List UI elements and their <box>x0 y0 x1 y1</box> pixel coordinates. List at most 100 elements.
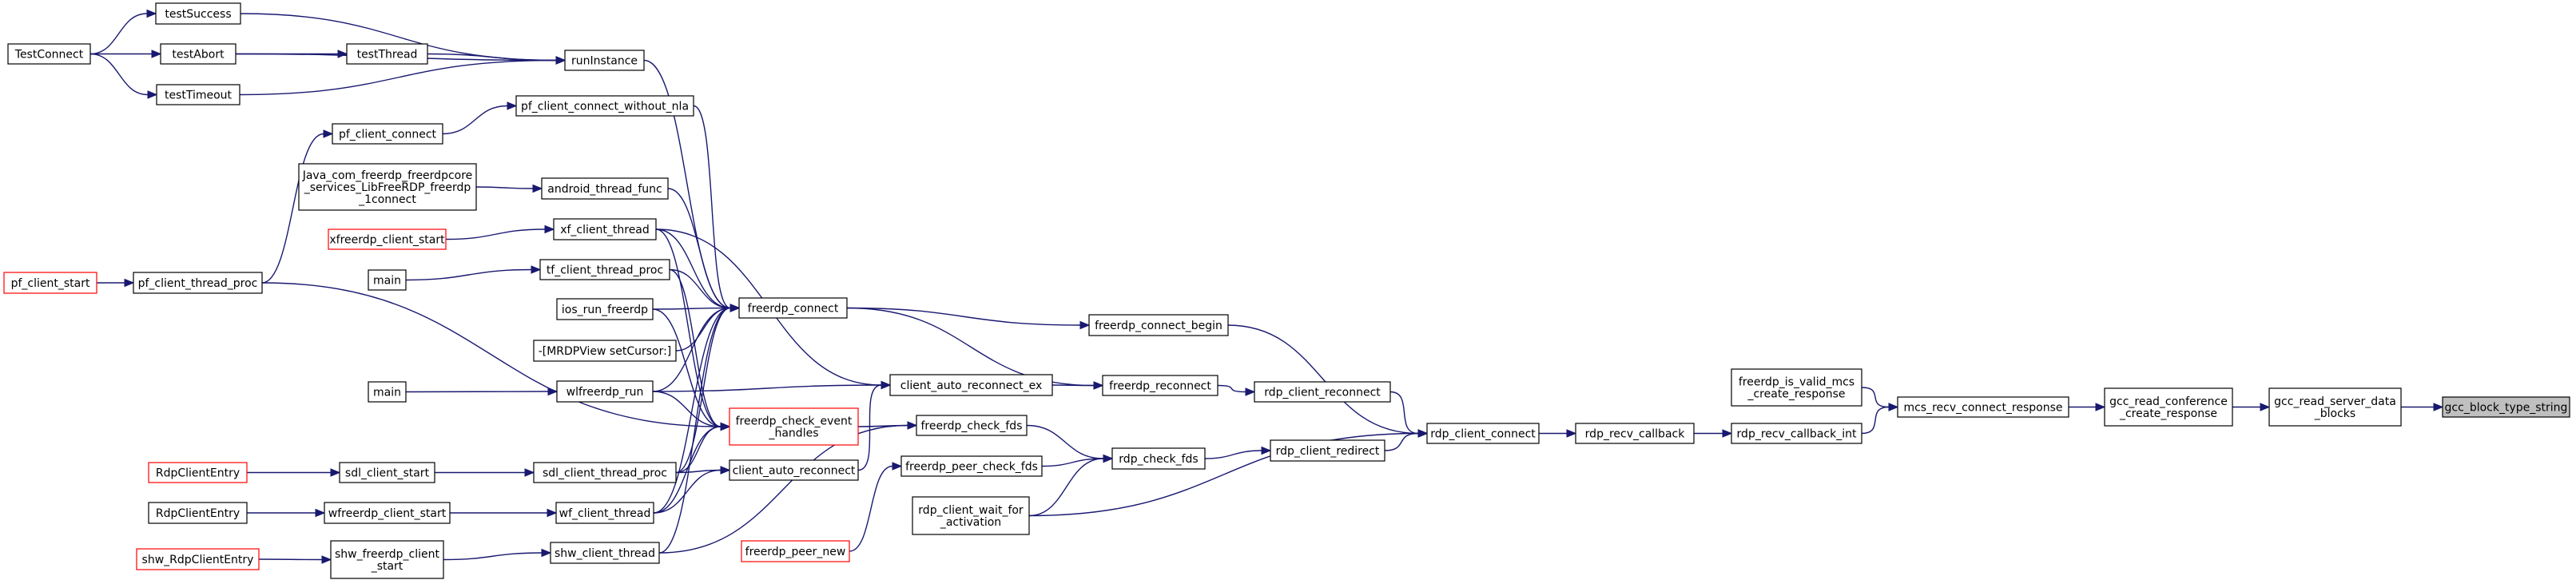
node-box <box>1254 381 1391 403</box>
node-pf-client-connect-without-nla[interactable]: pf_client_connect_without_nla <box>515 95 694 117</box>
node-label: wfreerdp_client_start <box>328 507 447 520</box>
node-android-thread-func[interactable]: android_thread_func <box>541 177 669 200</box>
arrowhead-icon <box>146 9 157 18</box>
edge-freerdp-peer-check-fds-to-rdp-check-fds <box>1041 454 1114 467</box>
node-label: wlfreerdp_run <box>566 386 644 399</box>
node-rdp-client-redirect[interactable]: rdp_client_redirect <box>1270 439 1385 462</box>
node-pf-client-thread-proc[interactable]: pf_client_thread_proc <box>133 272 263 294</box>
node-label: pf_client_connect_without_nla <box>521 101 689 113</box>
edge-testabort-to-testthread <box>236 50 348 58</box>
node-freerdp-peer-check-fds[interactable]: freerdp_peer_check_fds <box>900 455 1043 477</box>
edge-testconnect-to-testabort <box>90 50 162 58</box>
node-label: _create_response <box>2119 407 2217 420</box>
node-testthread[interactable]: testThread <box>346 43 428 65</box>
node-box <box>533 340 677 362</box>
edge-line <box>1041 458 1104 467</box>
edge-line <box>675 426 722 474</box>
node-box <box>889 374 1053 396</box>
node-label: freerdp_check_fds <box>921 420 1023 433</box>
node-rdp-client-connect[interactable]: rdp_client_connect <box>1426 423 1540 444</box>
node-testsuccess[interactable]: testSuccess <box>155 2 241 25</box>
node-rdp-client-reconnect[interactable]: rdp_client_reconnect <box>1254 381 1391 403</box>
node-xf-client-thread[interactable]: xf_client_thread <box>553 218 657 240</box>
node-rdp-recv-callback[interactable]: rdp_recv_callback <box>1575 423 1695 444</box>
node-testtimeout[interactable]: testTimeout <box>156 84 241 105</box>
node-label: client_auto_reconnect <box>733 465 856 478</box>
arrowhead-icon <box>532 184 543 193</box>
edge-line <box>1227 324 1419 435</box>
node-client-auto-reconnect[interactable]: client_auto_reconnect <box>729 459 859 481</box>
edge-line <box>652 307 731 310</box>
node-shw-client-thread[interactable]: shw_client_thread <box>550 542 660 564</box>
node-box <box>738 297 848 319</box>
edge-rdp-client-reconnect-to-rdp-client-connect <box>1389 391 1429 438</box>
node-box <box>328 228 447 250</box>
edge-rdpcliententry-wf-to-wfreerdp-client-start <box>247 508 326 518</box>
node-main-wl[interactable]: main <box>368 381 407 403</box>
node-pf-client-connect[interactable]: pf_client_connect <box>332 123 443 145</box>
node-box <box>148 462 248 483</box>
node-freerdp-peer-new[interactable]: freerdp_peer_new <box>741 540 850 562</box>
node-sdl-client-thread-proc[interactable]: sdl_client_thread_proc <box>533 462 677 483</box>
node-gcc-read-conference-create-response[interactable]: gcc_read_conference_create_response <box>2104 387 2233 427</box>
node-label: gcc_read_server_data <box>2274 395 2396 408</box>
node-xfreerdp-client-start[interactable]: xfreerdp_client_start <box>328 228 447 250</box>
node-wf-client-thread[interactable]: wf_client_thread <box>555 502 654 524</box>
node-box <box>156 84 241 105</box>
arrowhead-icon <box>720 422 731 431</box>
node-mrdpview-setcursor[interactable]: -[MRDPView setCursor:] <box>533 340 677 362</box>
node-box <box>541 177 669 200</box>
node-box <box>555 502 654 524</box>
node-wlfreerdp-run[interactable]: wlfreerdp_run <box>556 380 654 403</box>
node-gcc-block-type-string[interactable]: gcc_block_type_string <box>2442 396 2570 418</box>
arrowhead-icon <box>151 50 162 58</box>
node-freerdp-connect-begin[interactable]: freerdp_connect_begin <box>1088 314 1229 336</box>
node-rdp-recv-callback-int[interactable]: rdp_recv_callback_int <box>1731 423 1862 444</box>
node-freerdp-check-fds[interactable]: freerdp_check_fds <box>916 415 1028 436</box>
node-ios-run-freerdp[interactable]: ios_run_freerdp <box>556 298 654 320</box>
arrowhead-icon <box>1079 320 1091 330</box>
node-shw-rdpcliententry[interactable]: shw_RdpClientEntry <box>136 548 260 570</box>
node-rdpcliententry-wf[interactable]: RdpClientEntry <box>148 502 248 524</box>
node-tf-client-thread-proc[interactable]: tf_client_thread_proc <box>539 259 670 280</box>
node-label: ios_run_freerdp <box>562 304 648 316</box>
node-freerdp-check-event-handles[interactable]: freerdp_check_event_handles <box>729 407 859 446</box>
edge-line <box>658 424 908 554</box>
edge-line <box>1028 458 1104 517</box>
node-rdp-check-fds[interactable]: rdp_check_fds <box>1111 447 1206 470</box>
arrowhead-icon <box>1245 387 1256 396</box>
node-rdpcliententry-sdl[interactable]: RdpClientEntry <box>148 462 248 483</box>
node-client-auto-reconnect-ex[interactable]: client_auto_reconnect_ex <box>889 374 1053 396</box>
arrowhead-icon <box>1722 429 1733 438</box>
arrowhead-icon <box>541 548 552 558</box>
node-freerdp-is-valid-mcs-create-response[interactable]: freerdp_is_valid_mcs_create_response <box>1731 368 1862 407</box>
node-label: runInstance <box>571 55 638 68</box>
node-sdl-client-start[interactable]: sdl_client_start <box>339 462 435 483</box>
node-pf-client-start[interactable]: pf_client_start <box>3 272 97 294</box>
node-testconnect[interactable]: TestConnect <box>7 43 91 65</box>
node-freerdp-connect[interactable]: freerdp_connect <box>738 297 848 319</box>
node-label: _handles <box>768 427 818 440</box>
node-box <box>330 540 444 579</box>
node-mcs-recv-connect-response[interactable]: mcs_recv_connect_response <box>1897 396 2069 418</box>
node-label: freerdp_peer_new <box>745 546 846 558</box>
node-label: freerdp_connect_begin <box>1095 320 1222 332</box>
node-main-tf[interactable]: main <box>368 269 407 291</box>
node-runinstance[interactable]: runInstance <box>564 50 645 71</box>
node-freerdp-reconnect[interactable]: freerdp_reconnect <box>1102 375 1218 396</box>
node-rdp-client-wait-for-activation[interactable]: rdp_client_wait_for_activation <box>912 496 1030 535</box>
node-label: testThread <box>357 49 418 62</box>
arrowhead-icon <box>124 278 135 288</box>
node-label: _create_response <box>1747 388 1845 401</box>
node-gcc-read-server-data-blocks[interactable]: gcc_read_server_data_blocks <box>2268 387 2402 427</box>
node-label: gcc_read_conference <box>2109 395 2228 408</box>
node-label: -[MRDPView setCursor:] <box>539 345 672 358</box>
node-java-com-freerdp[interactable]: Java_com_freerdp_freerdpcore_services_Li… <box>298 163 477 211</box>
node-wfreerdp-client-start[interactable]: wfreerdp_client_start <box>324 502 451 524</box>
node-box <box>368 381 407 403</box>
node-label: rdp_client_connect <box>1430 428 1536 441</box>
node-shw-freerdp-client-start[interactable]: shw_freerdp_client_start <box>330 540 444 579</box>
edge-main-wl-to-wlfreerdp-run <box>405 387 559 396</box>
node-testabort[interactable]: testAbort <box>160 43 237 65</box>
node-box <box>1102 375 1218 396</box>
